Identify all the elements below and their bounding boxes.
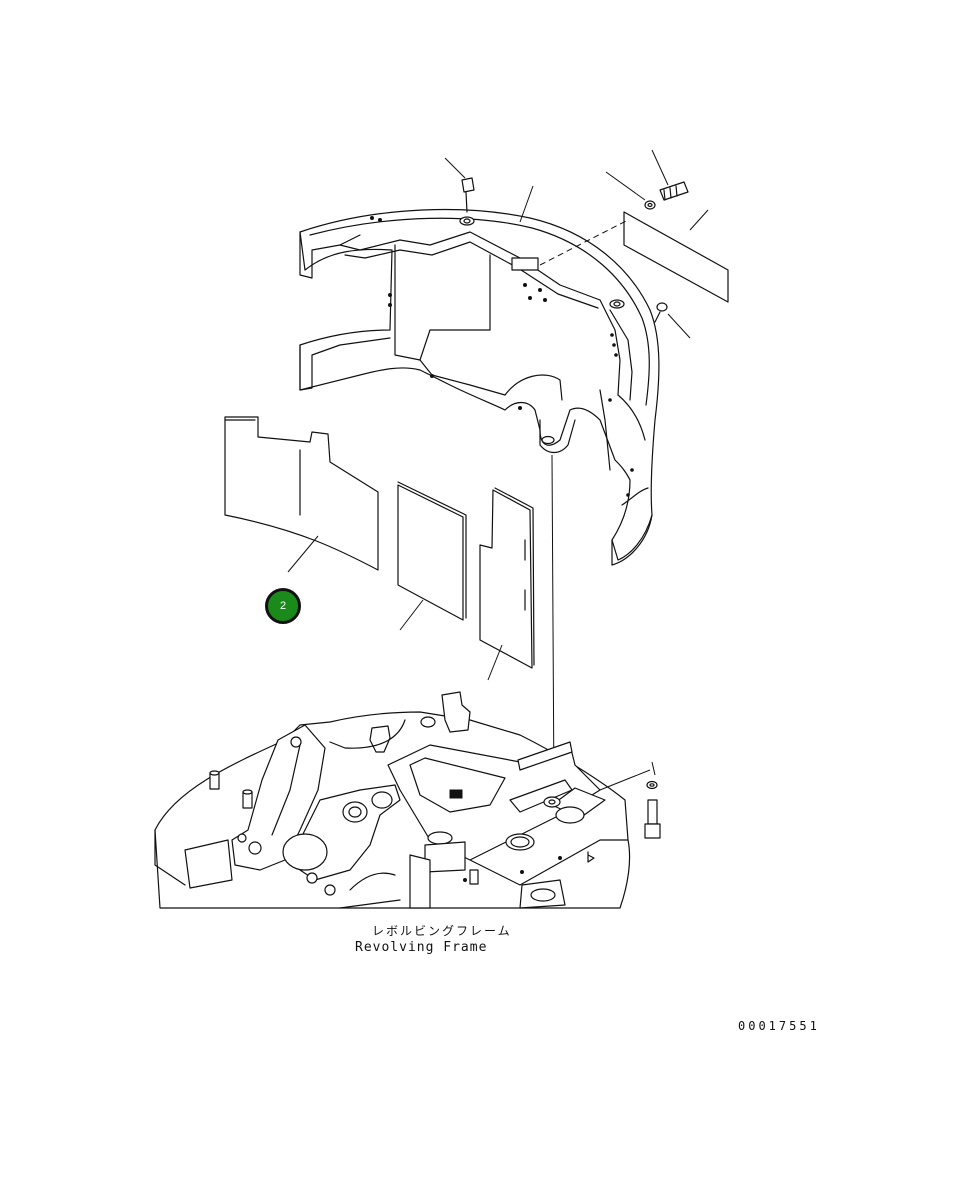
plate-right: [479, 487, 535, 669]
frame-caption-jp: レボルビングフレーム: [372, 924, 512, 938]
side-plate: [623, 211, 729, 303]
callout-label: 2: [279, 600, 287, 612]
counterweight-cover: [299, 208, 660, 566]
leader-lines-top: [444, 149, 709, 339]
leader-lines-middle: [287, 535, 503, 681]
revolving-frame: [154, 691, 661, 909]
top-fasteners: [461, 177, 689, 323]
plate-left-large: [224, 416, 379, 571]
alignment-line: [551, 454, 555, 796]
plate-center: [397, 481, 467, 621]
drawing-number: 00017551: [738, 1019, 820, 1033]
frame-caption-en: Revolving Frame: [355, 940, 488, 955]
callout-marker[interactable]: 2: [265, 588, 301, 624]
